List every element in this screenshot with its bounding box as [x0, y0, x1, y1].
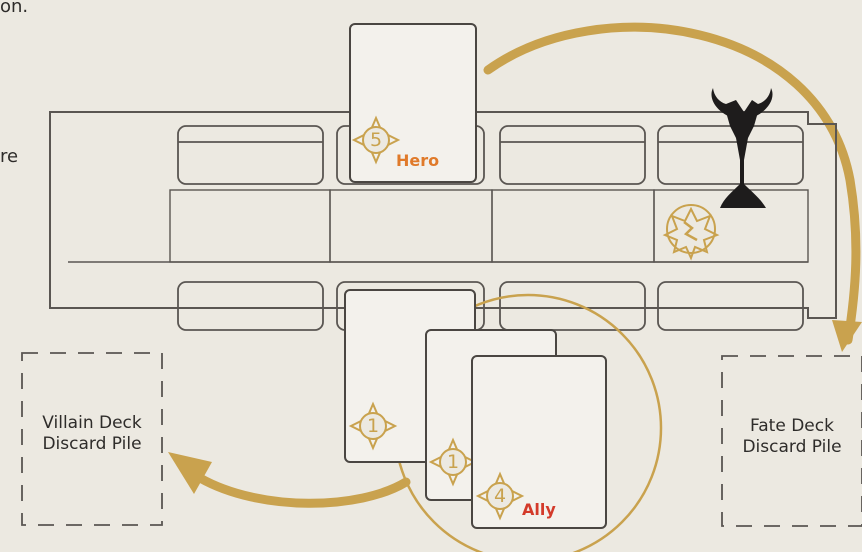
- ally-label: Ally: [522, 500, 556, 520]
- villain-discard-line2: Discard Pile: [26, 434, 158, 455]
- fate-discard-line1: Fate Deck: [726, 416, 858, 437]
- villain-arrow-head-icon: [168, 452, 212, 494]
- mid-slots: [170, 190, 808, 262]
- hero-cost-value: 5: [366, 129, 386, 153]
- hero-label: Hero: [396, 151, 439, 171]
- lower-slots: [178, 282, 803, 330]
- villain-discard-label: Villain Deck Discard Pile: [26, 413, 158, 456]
- card-mid-cost-value: 1: [443, 451, 463, 475]
- villain-discard-line1: Villain Deck: [26, 413, 158, 434]
- card-left-cost-value: 1: [363, 415, 383, 439]
- fate-discard-label: Fate Deck Discard Pile: [726, 416, 858, 459]
- ally-cost-value: 4: [490, 485, 510, 509]
- upper-slots: [178, 126, 803, 184]
- fate-arrow-head-icon: [832, 320, 862, 352]
- fate-discard-line2: Discard Pile: [726, 437, 858, 458]
- lock-token-icon: [665, 205, 717, 258]
- ally-to-villain-arrow: [200, 478, 406, 503]
